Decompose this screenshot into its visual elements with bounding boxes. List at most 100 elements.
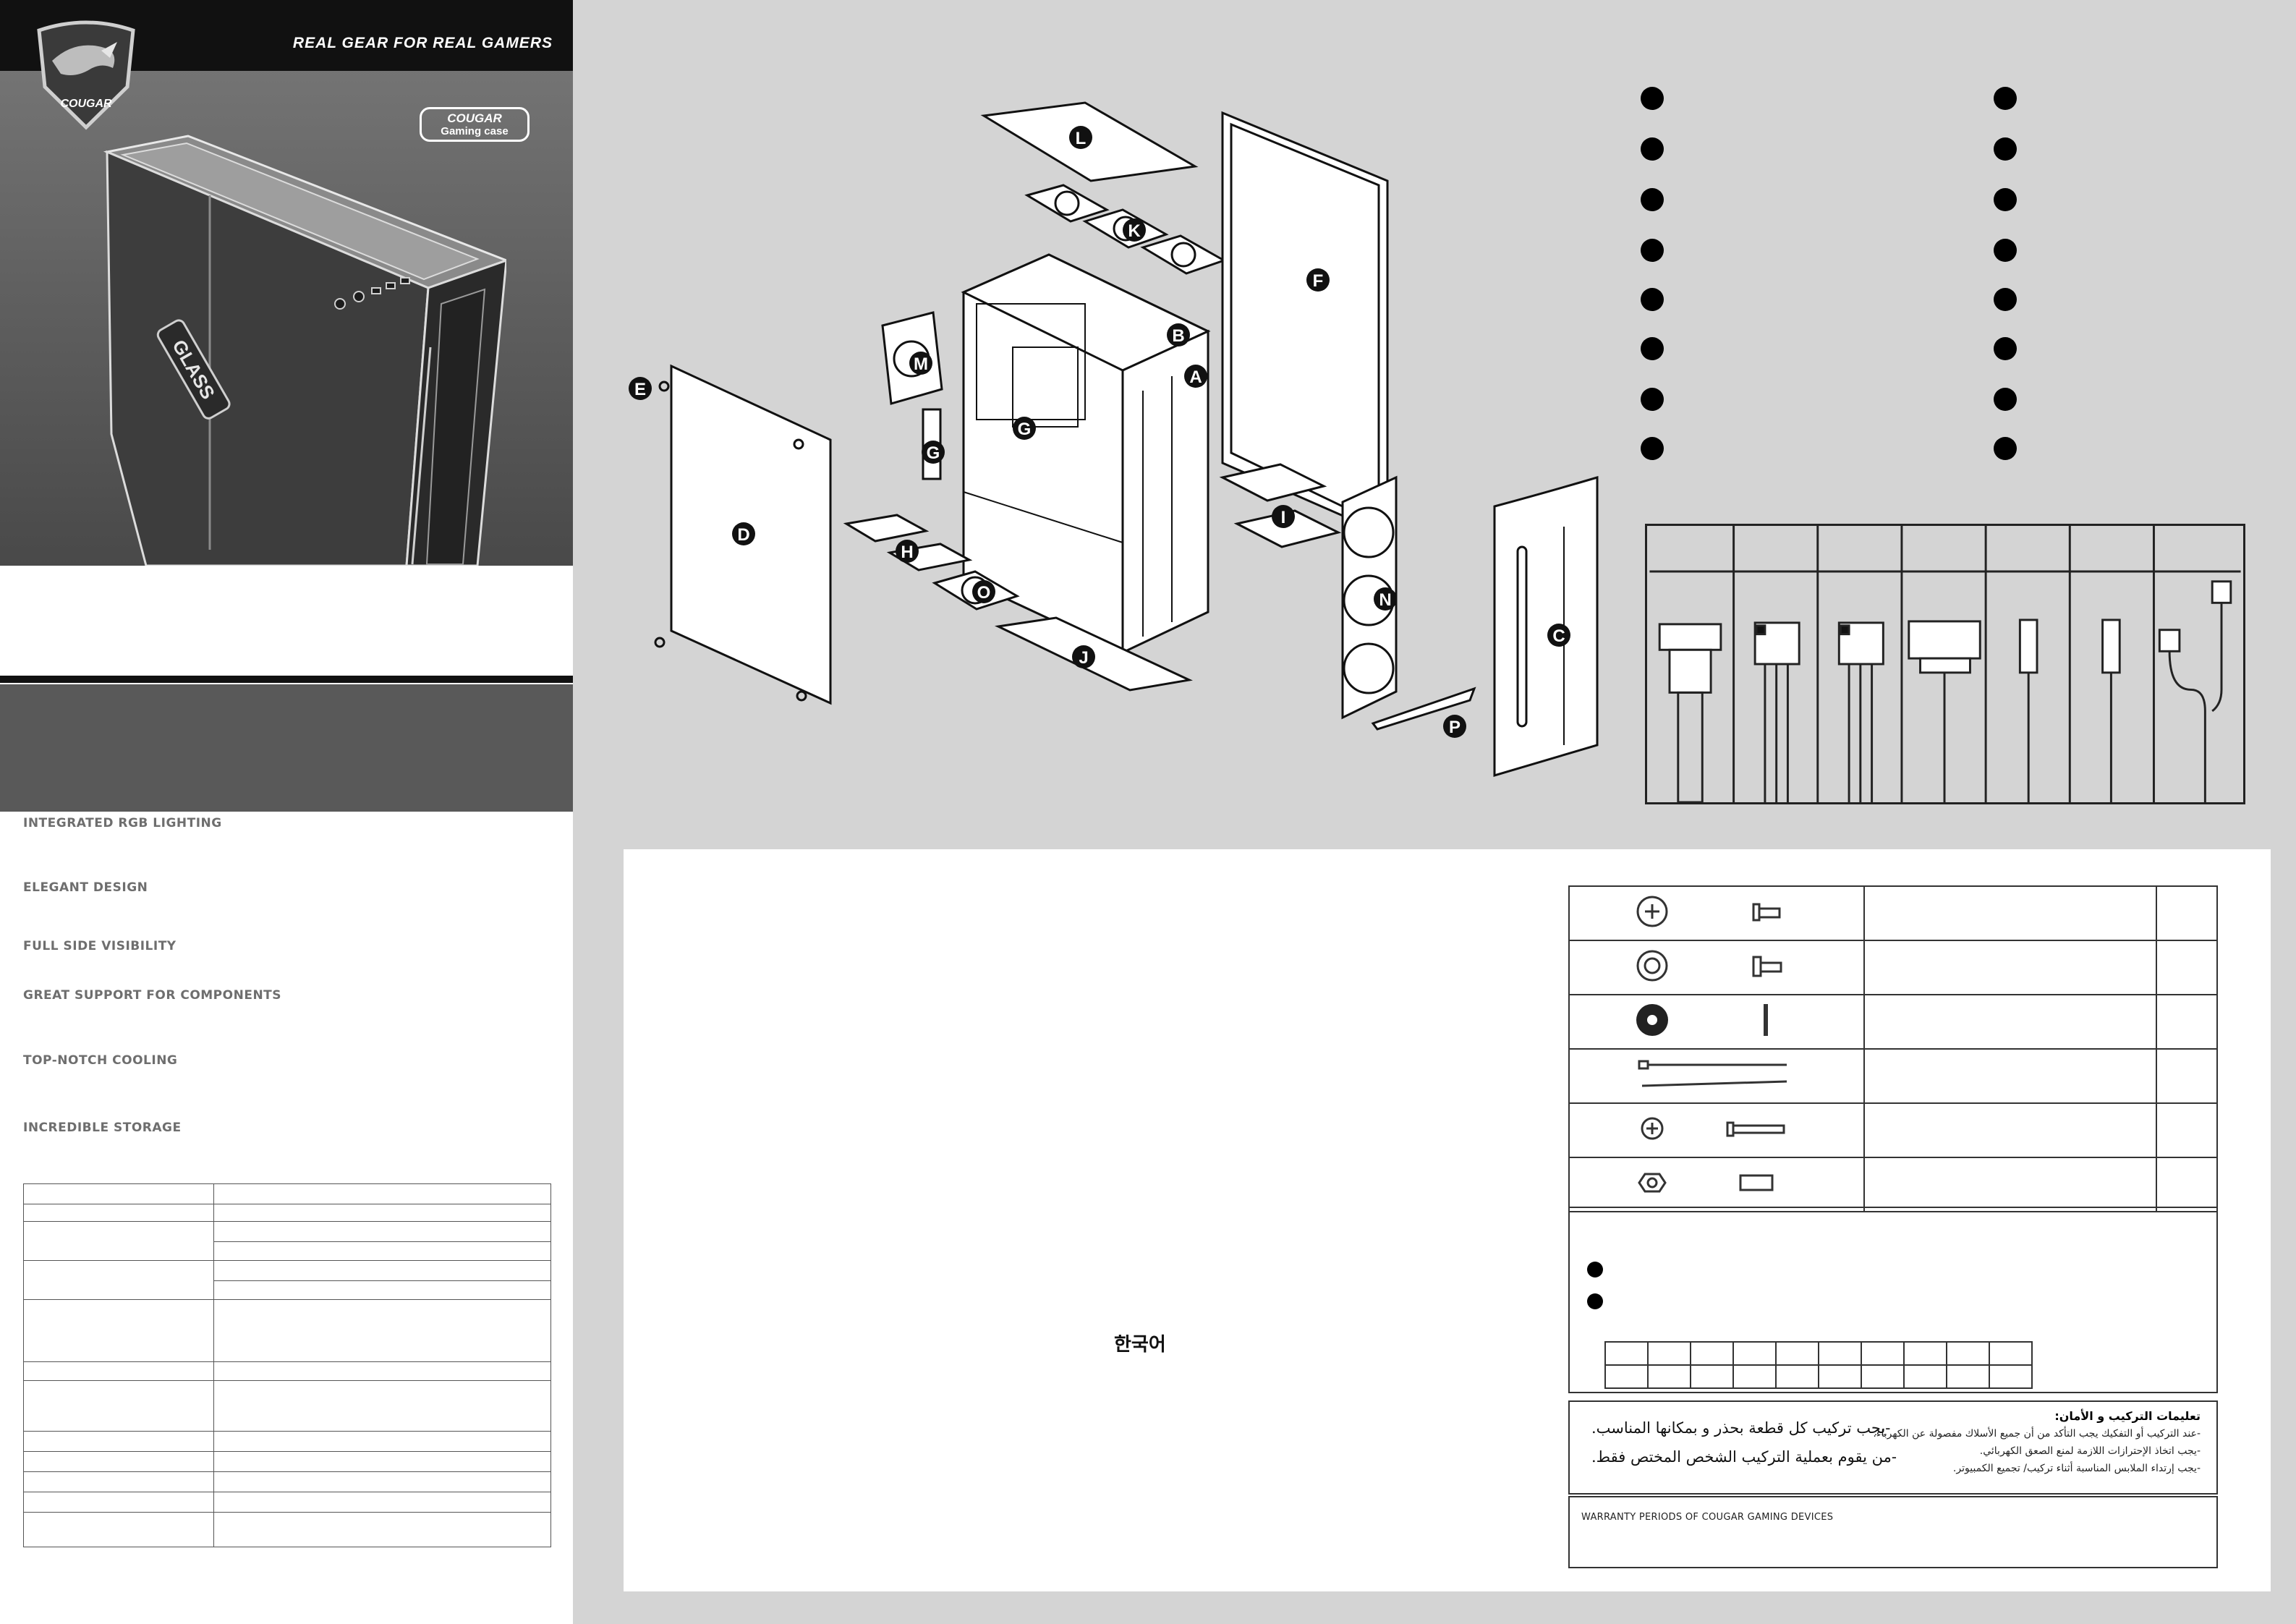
svg-text:M: M: [914, 354, 928, 374]
cover-white-band: [0, 566, 573, 676]
spec-row: [23, 1260, 551, 1300]
list-bullet: [1641, 87, 1664, 110]
accessory-row: [1568, 1048, 2218, 1104]
led-pin-icon: [2018, 618, 2038, 802]
cougar-logo-icon: COUGAR: [37, 20, 135, 130]
long-screw-icon: [1641, 1117, 1785, 1140]
feature-side-visibility: FULL SIDE VISIBILITY: [23, 939, 177, 953]
arabic-note: -عند التركيب أو التفكيك يجب التأكد من أن…: [1873, 1428, 2201, 1440]
list-bullet: [1994, 437, 2017, 460]
usb3-connector-icon: [1658, 623, 1722, 802]
list-bullet: [1994, 188, 2017, 211]
list-bullet: [1641, 137, 1664, 161]
label-l: L: [1069, 126, 1092, 149]
accessory-row: [1568, 885, 2218, 941]
spec-row: [23, 1431, 551, 1452]
badge-brand: COUGAR: [447, 111, 502, 125]
rgb-cable-icon: [2158, 580, 2232, 802]
label-k: K: [1123, 218, 1146, 242]
arabic-large-note: -من يقوم بعملية التركيب الشخص المختص فقط…: [1591, 1448, 1897, 1466]
label-m: M: [909, 352, 932, 375]
svg-text:G: G: [1018, 420, 1032, 439]
spec-row: [23, 1512, 551, 1547]
list-bullet: [1994, 388, 2017, 411]
spec-row: [23, 1204, 551, 1222]
label-f: F: [1306, 268, 1330, 292]
svg-text:D: D: [737, 525, 749, 545]
label-o: O: [972, 580, 995, 603]
svg-text:E: E: [634, 380, 646, 399]
korean-heading: 한국어: [1114, 1334, 1166, 1356]
label-h: H: [896, 540, 919, 563]
brand-tagline: REAL GEAR FOR REAL GAMERS: [292, 35, 553, 51]
accessory-row: [1568, 940, 2218, 995]
accessory-row: [1568, 994, 2218, 1050]
usb2-header-icon: [1837, 621, 1884, 802]
warranty-title: WARRANTY PERIODS OF COUGAR GAMING DEVICE…: [1581, 1512, 1834, 1523]
label-j: J: [1072, 645, 1095, 668]
svg-text:B: B: [1172, 326, 1184, 346]
arabic-safety-box: تعليمات التركيب و الأمان: -عند التركيب أ…: [1568, 1400, 2218, 1495]
svg-text:I: I: [1281, 508, 1286, 527]
feature-cooling: TOP-NOTCH COOLING: [23, 1053, 178, 1068]
badge-subtitle: Gaming case: [441, 125, 509, 137]
list-bullet: [1641, 188, 1664, 211]
feature-storage: INCREDIBLE STORAGE: [23, 1121, 182, 1135]
audio-header-icon: [1753, 621, 1800, 802]
label-p: P: [1443, 715, 1466, 738]
sata-power-icon: [1908, 620, 1981, 802]
arabic-large-note: -يجب تركيب كل قطعة بحذر و بمكانها المناس…: [1591, 1419, 1891, 1437]
svg-text:K: K: [1128, 221, 1141, 241]
note-bullet: [1587, 1262, 1603, 1277]
exploded-labels: A B C D E F G G H I J K L M N O P: [629, 126, 1570, 738]
list-bullet: [1994, 337, 2017, 360]
feature-rgb-lighting: INTEGRATED RGB LIGHTING: [23, 816, 222, 830]
compatibility-grid: [1604, 1341, 2033, 1389]
spec-row: [23, 1471, 551, 1492]
list-bullet: [1994, 239, 2017, 262]
svg-text:J: J: [1079, 648, 1088, 668]
label-b: B: [1167, 323, 1190, 347]
cable-tie-icon: [1638, 1060, 1787, 1087]
standoff-icon: [1638, 1173, 1774, 1193]
label-i: I: [1272, 505, 1295, 528]
svg-text:N: N: [1379, 590, 1391, 610]
feature-component-support: GREAT SUPPORT FOR COMPONENTS: [23, 988, 282, 1003]
svg-text:L: L: [1076, 129, 1087, 148]
svg-text:F: F: [1313, 271, 1324, 291]
gaming-case-badge: COUGAR Gaming case: [420, 107, 530, 142]
pc-case-illustration: GLASS: [103, 135, 506, 566]
switch-pin-icon: [2101, 618, 2121, 802]
screw-head-icon: [1636, 896, 1781, 927]
list-bullet: [1641, 288, 1664, 311]
svg-text:C: C: [1552, 626, 1565, 646]
arabic-title: تعليمات التركيب و الأمان:: [2054, 1409, 2201, 1423]
label-c: C: [1547, 624, 1570, 647]
exploded-view-diagram: A B C D E F G G H I J K L M N O P: [629, 101, 1599, 778]
hero-cover: REAL GEAR FOR REAL GAMERS COUGAR COUGAR …: [0, 0, 573, 566]
list-bullet: [1641, 337, 1664, 360]
list-bullet: [1641, 388, 1664, 411]
spec-row: [23, 1299, 551, 1362]
svg-text:A: A: [1189, 367, 1202, 387]
spec-row: [23, 1451, 551, 1472]
label-g-bracket: G: [922, 441, 945, 464]
warranty-box: WARRANTY PERIODS OF COUGAR GAMING DEVICE…: [1568, 1496, 2218, 1568]
spec-row: [23, 1492, 551, 1513]
list-bullet: [1994, 288, 2017, 311]
svg-text:G: G: [927, 443, 940, 463]
accessory-row: [1568, 1102, 2218, 1158]
list-bullet: [1641, 437, 1664, 460]
washer-screw-icon: [1636, 950, 1782, 982]
label-a: A: [1184, 365, 1207, 388]
rubber-grommet-icon: [1636, 1004, 1768, 1036]
spec-row: [23, 1361, 551, 1381]
cover-dark-band: [0, 684, 573, 812]
spec-row: [23, 1380, 551, 1432]
accessory-table: [1568, 885, 2218, 1212]
label-d: D: [732, 522, 755, 545]
list-bullet: [1994, 137, 2017, 161]
label-n: N: [1374, 587, 1397, 611]
connector-table: [1645, 524, 2245, 804]
left-panel: REAL GEAR FOR REAL GAMERS COUGAR COUGAR …: [0, 0, 573, 1624]
